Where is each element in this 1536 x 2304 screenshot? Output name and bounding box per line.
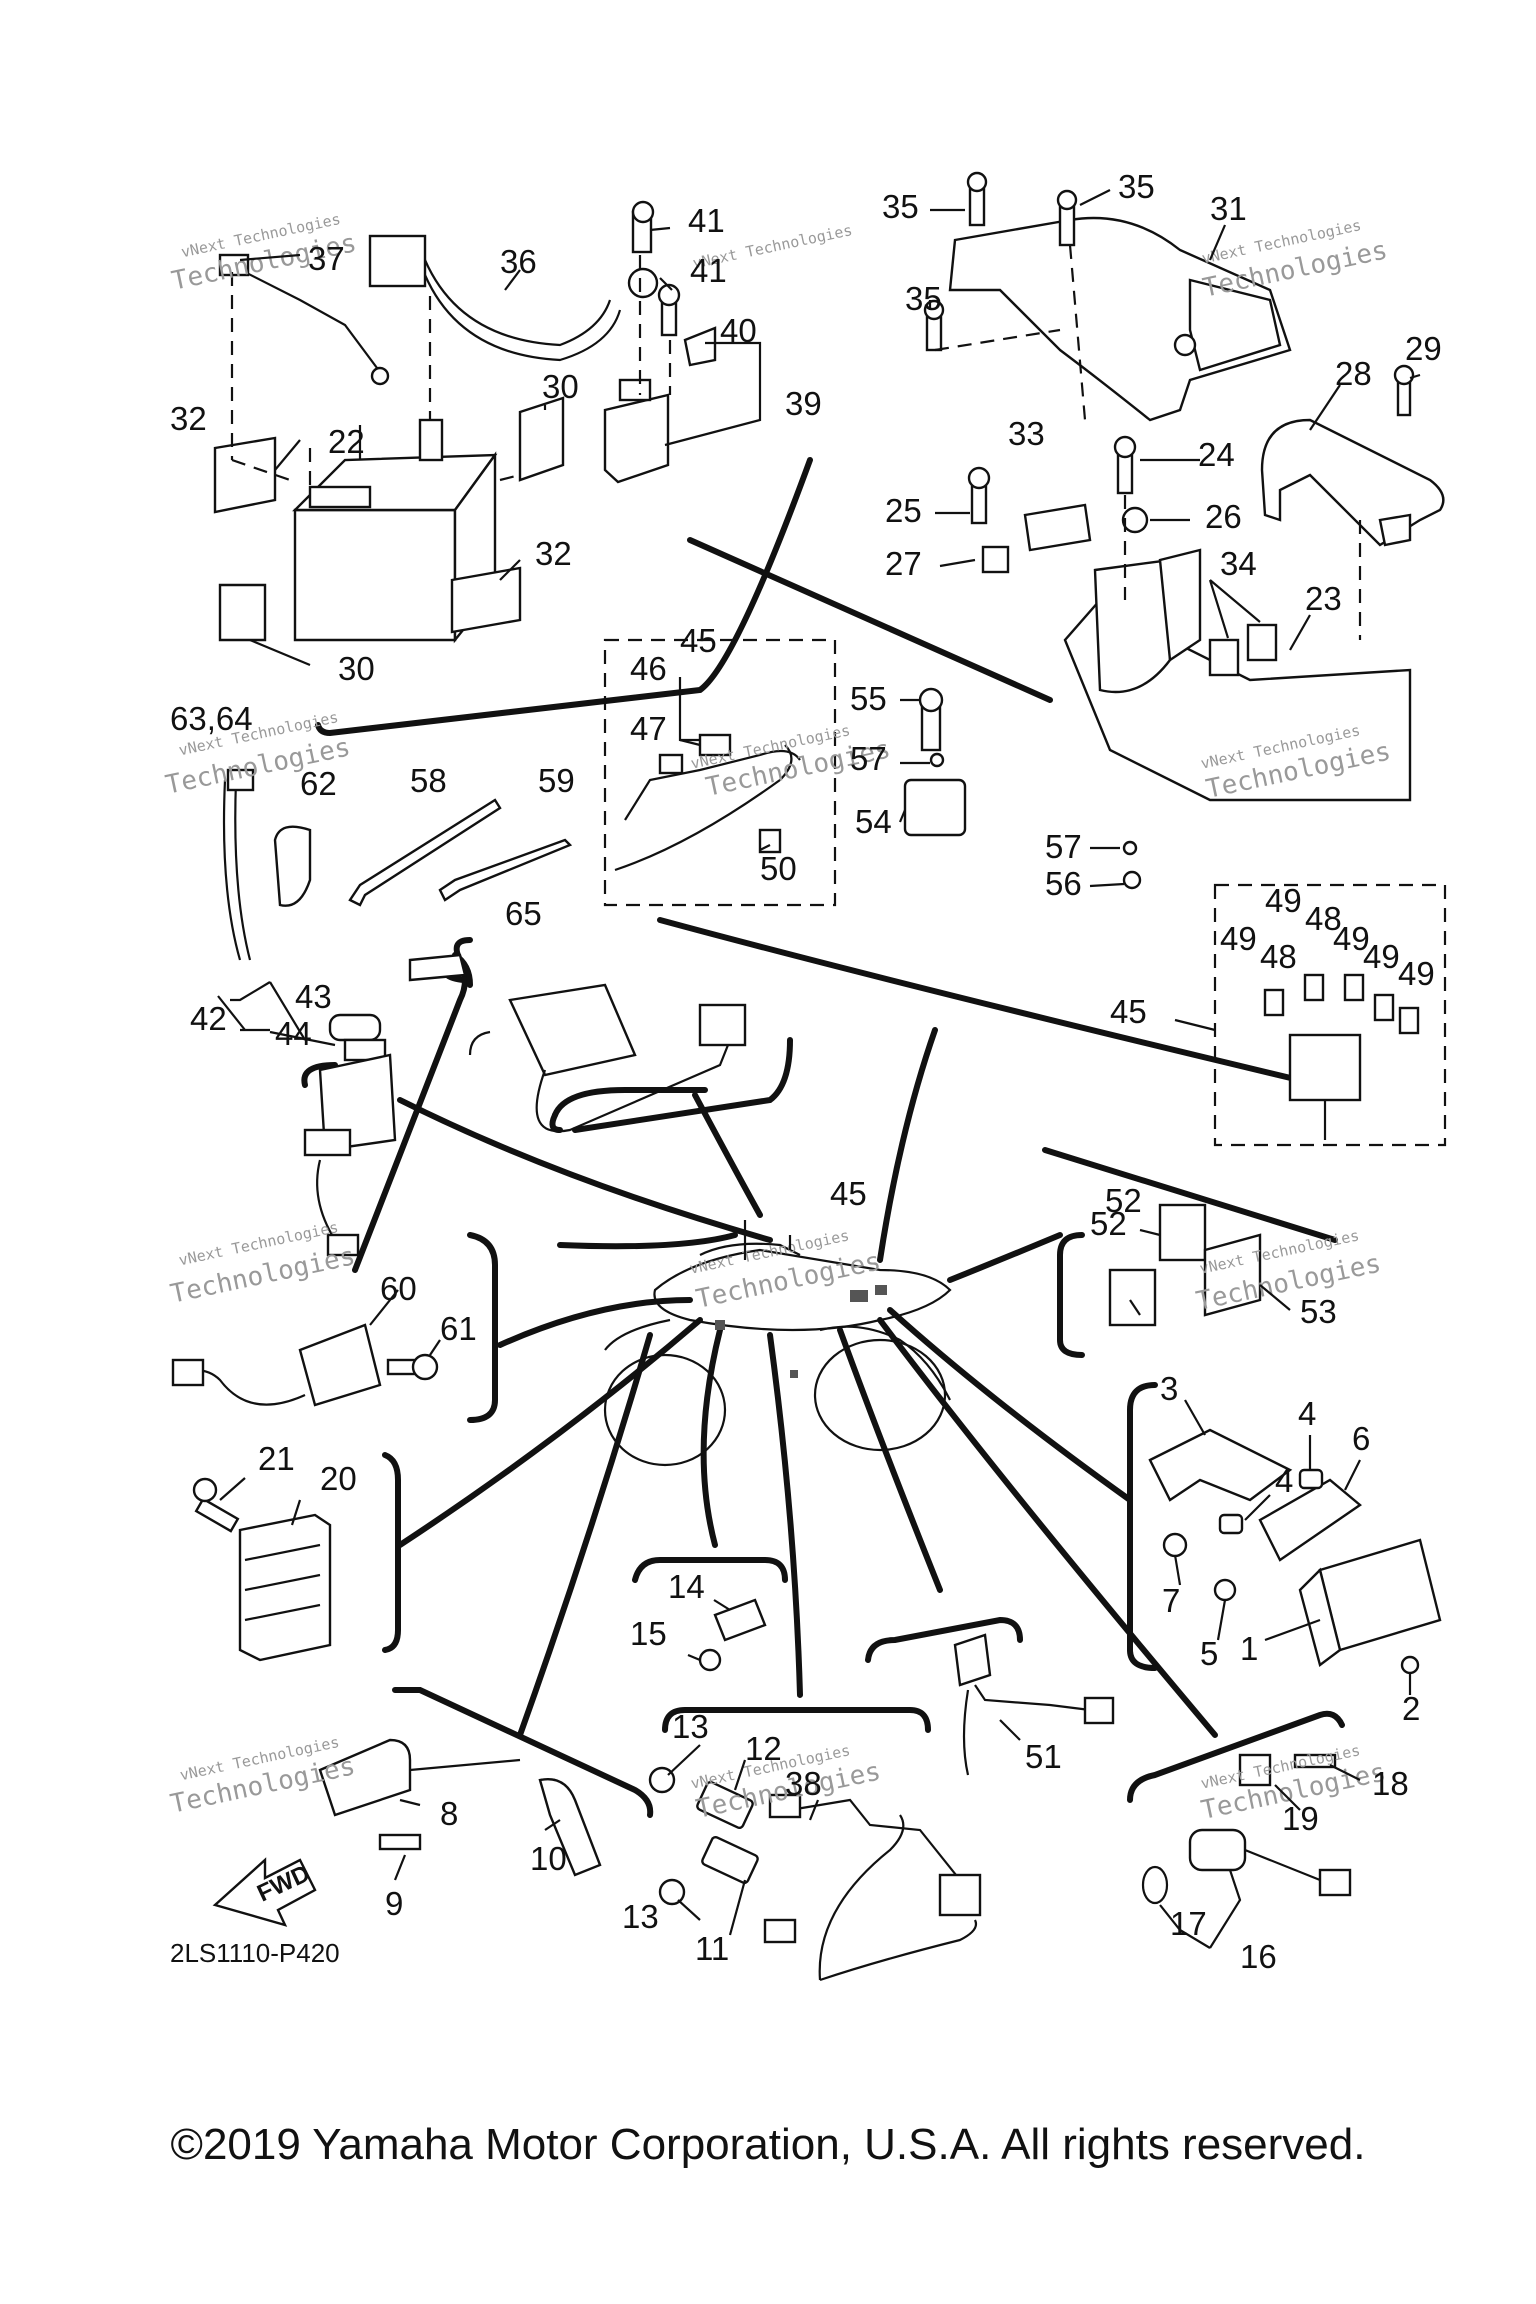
callout-39: 39	[785, 385, 822, 422]
callout-19: 19	[1282, 1800, 1319, 1837]
callout-12: 12	[745, 1730, 782, 1767]
callout-51: 51	[1025, 1738, 1062, 1775]
callout-15: 15	[630, 1615, 667, 1652]
callout-62: 62	[300, 765, 337, 802]
callout-30: 30	[338, 650, 375, 687]
callout-41: 41	[690, 252, 727, 289]
callout-38: 38	[785, 1765, 822, 1802]
callout-45: 45	[830, 1175, 867, 1212]
callout-65: 65	[505, 895, 542, 932]
callout-49: 49	[1398, 955, 1435, 992]
callout-41: 41	[688, 202, 725, 239]
left-parts	[171, 768, 747, 1662]
callout-25: 25	[885, 492, 922, 529]
callout-63-64: 63,64	[170, 700, 253, 737]
callout-7: 7	[1162, 1582, 1180, 1619]
callout-54: 54	[855, 803, 892, 840]
callout-13: 13	[622, 1898, 659, 1935]
callout-30: 30	[542, 368, 579, 405]
motorcycle-silhouette	[603, 1242, 952, 1467]
battery-group	[213, 200, 717, 644]
callout-52: 52	[1105, 1182, 1142, 1219]
callout-55: 55	[850, 680, 887, 717]
callout-48: 48	[1305, 900, 1342, 937]
callout-58: 58	[410, 762, 447, 799]
drawing-code: 2LS1110-P420	[170, 1938, 340, 1968]
callout-14: 14	[668, 1568, 705, 1605]
bottom-parts: FWD	[212, 1598, 1115, 1982]
battery-bracket-group	[923, 171, 1445, 802]
callout-1: 1	[1240, 1630, 1258, 1667]
callout-45: 45	[680, 622, 717, 659]
callout-53: 53	[1300, 1293, 1337, 1330]
callout-34: 34	[1220, 545, 1257, 582]
callout-22: 22	[328, 423, 365, 460]
callout-45: 45	[1110, 993, 1147, 1030]
leader-lines	[217, 189, 1421, 1949]
callout-48: 48	[1260, 938, 1297, 975]
callout-32: 32	[170, 400, 207, 437]
callout-33: 33	[1008, 415, 1045, 452]
callout-16: 16	[1240, 1938, 1277, 1975]
fwd-arrow: FWD	[212, 1857, 317, 1927]
copyright-notice: ©2019 Yamaha Motor Corporation, U.S.A. A…	[170, 2120, 1366, 2169]
callout-3: 3	[1160, 1370, 1178, 1407]
callout-40: 40	[720, 312, 757, 349]
callout-26: 26	[1205, 498, 1242, 535]
callout-44: 44	[275, 1015, 312, 1052]
callout-52: 52	[1090, 1205, 1127, 1242]
callout-13: 13	[672, 1708, 709, 1745]
callout-56: 56	[1045, 865, 1082, 902]
callout-20: 20	[320, 1460, 357, 1497]
callout-27: 27	[885, 545, 922, 582]
callout-37: 37	[308, 240, 345, 277]
callout-28: 28	[1335, 355, 1372, 392]
callout-5: 5	[1200, 1635, 1218, 1672]
callout-50: 50	[760, 850, 797, 887]
callout-21: 21	[258, 1440, 295, 1477]
callout-47: 47	[630, 710, 667, 747]
callout-4: 4	[1275, 1462, 1293, 1499]
callout-61: 61	[440, 1310, 477, 1347]
callout-23: 23	[1305, 580, 1342, 617]
callout-labels: 1 2 3 4 4 5 6 7 8 9 10 11 12 13 13 14 15…	[170, 168, 1442, 1975]
callout-17: 17	[1170, 1905, 1207, 1942]
callout-57: 57	[1045, 828, 1082, 865]
right-parts	[1108, 1203, 1442, 1905]
callout-49: 49	[1333, 920, 1370, 957]
callout-43: 43	[295, 978, 332, 1015]
callout-46: 46	[630, 650, 667, 687]
callout-4: 4	[1298, 1395, 1316, 1432]
callout-57: 57	[850, 740, 887, 777]
callout-31: 31	[1210, 190, 1247, 227]
callout-36: 36	[500, 243, 537, 280]
callout-32: 32	[535, 535, 572, 572]
callout-18: 18	[1372, 1765, 1409, 1802]
callout-11: 11	[695, 1930, 729, 1967]
callout-35: 35	[905, 280, 942, 317]
callout-59: 59	[538, 762, 575, 799]
callout-9: 9	[385, 1885, 403, 1922]
callout-8: 8	[440, 1795, 458, 1832]
callout-10: 10	[530, 1840, 567, 1877]
callout-49: 49	[1265, 882, 1302, 919]
callout-6: 6	[1352, 1420, 1370, 1457]
callout-29: 29	[1405, 330, 1442, 367]
callout-49: 49	[1220, 920, 1257, 957]
callout-35: 35	[1118, 168, 1155, 205]
callout-35: 35	[882, 188, 919, 225]
callout-60: 60	[380, 1270, 417, 1307]
callout-42: 42	[190, 1000, 227, 1037]
callout-49: 49	[1363, 938, 1400, 975]
callout-2: 2	[1402, 1690, 1420, 1727]
callout-24: 24	[1198, 436, 1235, 473]
wire-harness-group	[603, 638, 1447, 1147]
